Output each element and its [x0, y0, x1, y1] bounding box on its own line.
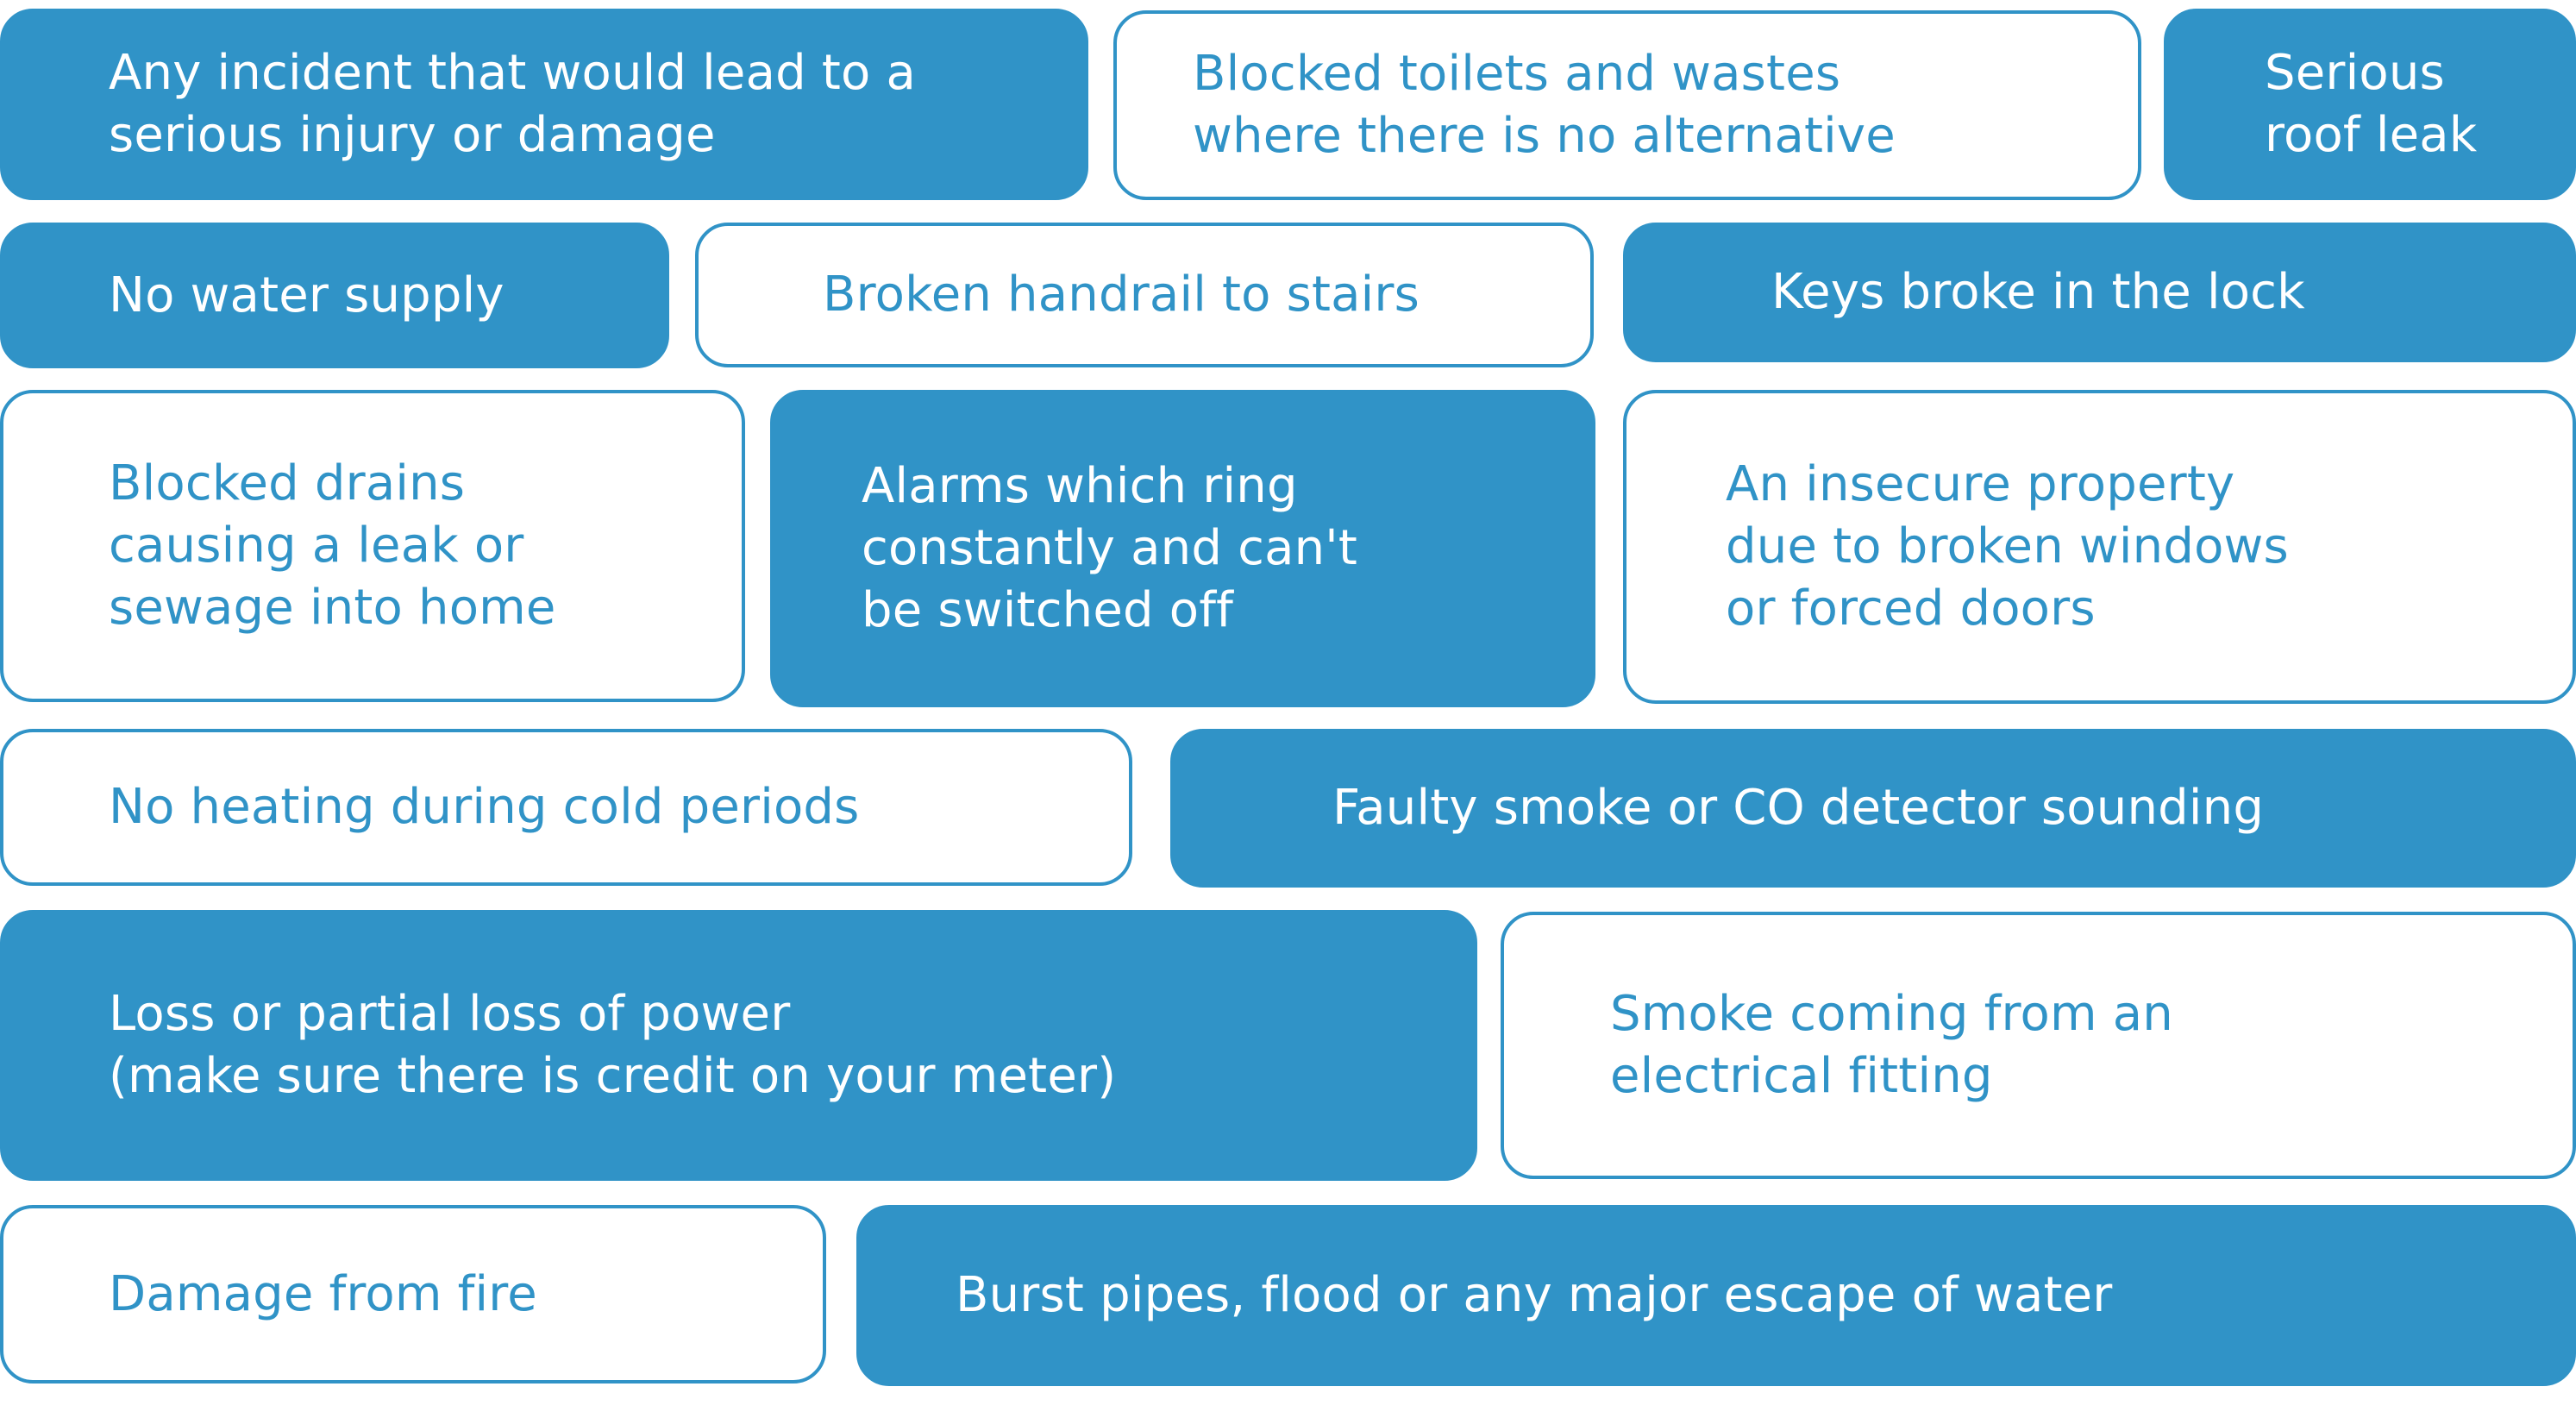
tile-label: Keys broke in the lock	[1771, 264, 2305, 320]
tile-label: Alarms which ring constantly and can't b…	[862, 458, 1358, 638]
tile-loss-of-power: Loss or partial loss of power (make sure…	[0, 910, 1477, 1181]
tile-blocked-drains: Blocked drains causing a leak or sewage …	[0, 390, 745, 702]
tile-burst-pipes: Burst pipes, flood or any major escape o…	[856, 1205, 2576, 1386]
tile-label: Loss or partial loss of power (make sure…	[109, 986, 1117, 1104]
tile-no-water-supply: No water supply	[0, 223, 669, 368]
tile-no-heating: No heating during cold periods	[0, 729, 1132, 886]
tile-label: Faulty smoke or CO detector sounding	[1332, 780, 2265, 836]
tile-label: Broken handrail to stairs	[823, 267, 1420, 323]
tile-broken-handrail: Broken handrail to stairs	[695, 223, 1594, 367]
tile-label: Blocked toilets and wastes where there i…	[1193, 46, 1896, 164]
tile-smoke-from-fitting: Smoke coming from an electrical fitting	[1501, 912, 2576, 1179]
tile-keys-broke-in-lock: Keys broke in the lock	[1623, 223, 2576, 362]
tile-label: Any incident that would lead to a seriou…	[109, 45, 916, 163]
tile-label: Blocked drains causing a leak or sewage …	[109, 455, 556, 636]
tile-faulty-detector: Faulty smoke or CO detector sounding	[1170, 729, 2576, 888]
tile-label: No heating during cold periods	[109, 779, 860, 835]
tile-alarms-ringing: Alarms which ring constantly and can't b…	[770, 390, 1595, 707]
tile-damage-from-fire: Damage from fire	[0, 1205, 826, 1383]
tile-label: An insecure property due to broken windo…	[1726, 456, 2289, 637]
tile-label: Damage from fire	[109, 1265, 537, 1322]
tile-insecure-property: An insecure property due to broken windo…	[1623, 390, 2576, 704]
tile-label: Burst pipes, flood or any major escape o…	[956, 1267, 2113, 1323]
tile-serious-injury: Any incident that would lead to a seriou…	[0, 9, 1088, 200]
tile-label: Smoke coming from an electrical fitting	[1610, 986, 2173, 1104]
tile-roof-leak: Serious roof leak	[2164, 9, 2576, 200]
tile-blocked-toilets: Blocked toilets and wastes where there i…	[1113, 10, 2141, 200]
tile-label: No water supply	[109, 267, 505, 323]
tile-label: Serious roof leak	[2265, 45, 2478, 163]
